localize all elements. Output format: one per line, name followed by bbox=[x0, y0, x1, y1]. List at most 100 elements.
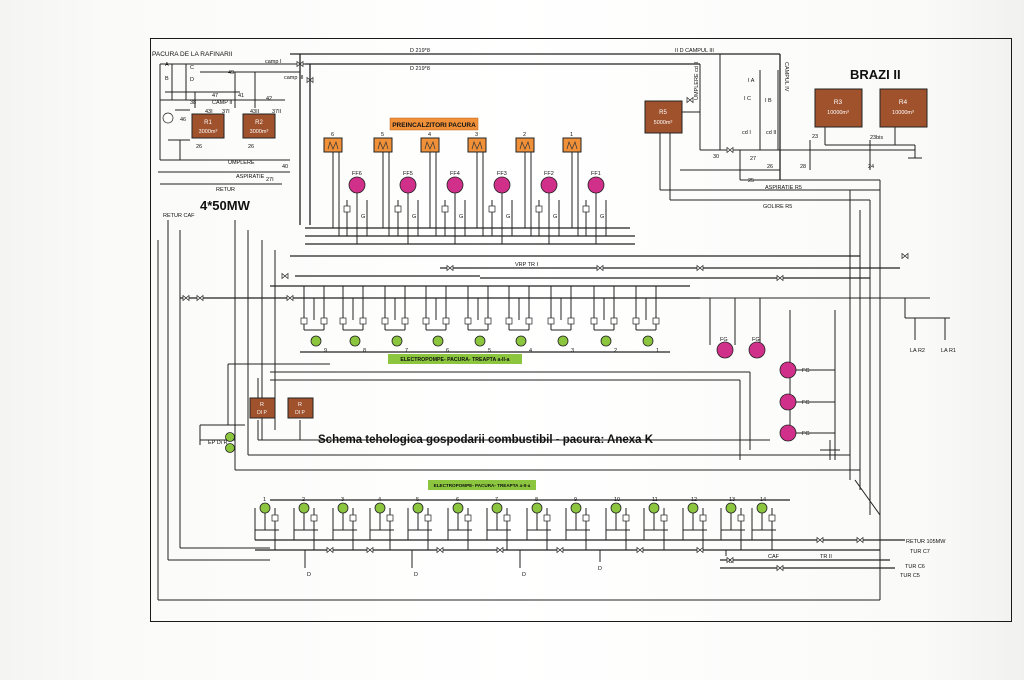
pump-top-number-6: 6 bbox=[446, 348, 449, 354]
brazi-label: BRAZI II bbox=[850, 67, 901, 82]
valve-icon bbox=[349, 514, 357, 522]
d2198-label-a: D 219*8 bbox=[410, 48, 430, 54]
fg-pumps-section: FG FG FG FG FG LA R2 LA R1 bbox=[690, 297, 956, 460]
fg-pump-a bbox=[716, 341, 734, 359]
valve-icon bbox=[464, 317, 472, 325]
pump-bottom-14 bbox=[756, 502, 768, 514]
valve-code-46: 46 bbox=[180, 117, 186, 123]
la-r2-label: LA R2 bbox=[910, 348, 925, 354]
tr2-label: TR II bbox=[820, 554, 832, 560]
pumps-bottom-banner bbox=[428, 480, 536, 490]
heater-2 bbox=[515, 137, 535, 153]
filter-g-label: G bbox=[600, 214, 604, 220]
valve-code-37i: 37I bbox=[222, 109, 230, 115]
valve-code-41: 41 bbox=[238, 93, 244, 99]
golire-r5-label: GOLIRE R5 bbox=[763, 204, 792, 210]
ep-pump-2 bbox=[225, 443, 235, 453]
heater-coil-icon bbox=[327, 140, 339, 150]
tur-c7-label: TUR C7 bbox=[910, 549, 930, 555]
valve-code-38: 38 bbox=[190, 100, 196, 106]
pump-bottom-pipe bbox=[605, 508, 630, 550]
tank-r3 bbox=[814, 88, 863, 128]
pump-bottom-number-14: 14 bbox=[760, 497, 766, 503]
valve-icon bbox=[359, 317, 367, 325]
valve-icon bbox=[856, 536, 864, 544]
pump-top-pipe bbox=[508, 286, 530, 331]
refinery-intake-section: PACURA DE LA RAFINARII A B C D 49 47 41 … bbox=[152, 51, 305, 219]
valve-icon bbox=[543, 514, 551, 522]
pump-bottom-2 bbox=[298, 502, 310, 514]
valve-icon bbox=[366, 546, 374, 554]
valve-code-26c: 26 bbox=[767, 164, 773, 170]
filter-g-label: G bbox=[361, 214, 365, 220]
valve-icon bbox=[582, 205, 590, 213]
valve-code-42: 42 bbox=[266, 96, 272, 102]
pump-top-pipe bbox=[467, 286, 489, 331]
filter-label-FF2: FF2 bbox=[544, 171, 554, 177]
pump-bottom-12 bbox=[687, 502, 699, 514]
heater-5 bbox=[373, 137, 393, 153]
heater-pipe bbox=[382, 152, 390, 236]
tank-r5-id: R5 bbox=[659, 110, 667, 116]
tank-r3-id: R3 bbox=[834, 99, 843, 106]
valve-icon bbox=[286, 294, 294, 302]
pump-bottom-number-13: 13 bbox=[729, 497, 735, 503]
pump-bottom-8 bbox=[531, 502, 543, 514]
valve-icon bbox=[442, 317, 450, 325]
tank-r2-capacity: 3000m³ bbox=[250, 129, 269, 135]
pump-bottom-number-8: 8 bbox=[535, 497, 538, 503]
valve-icon bbox=[776, 274, 784, 282]
valve-code-43ii: 43II bbox=[250, 109, 260, 115]
valve-code-27i: 27I bbox=[266, 177, 274, 183]
valve-icon bbox=[525, 317, 533, 325]
fg-label-e: FG bbox=[802, 431, 810, 437]
valve-icon bbox=[776, 564, 784, 572]
valve-icon bbox=[441, 205, 449, 213]
pump-top-number-7: 7 bbox=[405, 348, 408, 354]
drain-label-2: D bbox=[414, 572, 418, 578]
pump-bottom-pipe bbox=[526, 508, 551, 550]
pump-bottom-number-3: 3 bbox=[341, 497, 344, 503]
pump-bottom-10 bbox=[610, 502, 622, 514]
pumps-top-banner-text: ELECTROPOMPE- PACURA- TREAPTA a-II-a bbox=[400, 357, 509, 363]
valve-code-23: 23 bbox=[812, 134, 818, 140]
valve-code-49: 49 bbox=[228, 70, 234, 76]
heater-coil-icon bbox=[471, 140, 483, 150]
valve-icon bbox=[496, 546, 504, 554]
valve-icon bbox=[590, 317, 598, 325]
pump-bottom-6 bbox=[452, 502, 464, 514]
valve-icon bbox=[343, 205, 351, 213]
valve-code-b: B bbox=[165, 76, 169, 82]
pump-top-5 bbox=[474, 335, 486, 347]
ep-pump-1 bbox=[225, 432, 235, 442]
cd2-label: cd II bbox=[766, 130, 777, 136]
drain-label-3: D bbox=[522, 572, 526, 578]
tank-r4 bbox=[879, 88, 928, 128]
heater-1 bbox=[562, 137, 582, 153]
pumps-top-section: VRP TR I ELECTROPOMPE- PACURA- TREAPTA a… bbox=[180, 255, 900, 364]
heater-pipe bbox=[571, 152, 579, 236]
pump-bottom-pipe bbox=[486, 508, 511, 550]
heater-number-6: 6 bbox=[331, 132, 334, 138]
pump-bottom-7 bbox=[491, 502, 503, 514]
tank-r5-capacity: 5000m³ bbox=[654, 120, 673, 126]
valve-icon bbox=[636, 546, 644, 554]
pump-bottom-number-4: 4 bbox=[378, 497, 381, 503]
valve-icon bbox=[464, 514, 472, 522]
campul3-label: II D CAMPUL III bbox=[675, 48, 714, 54]
pump-bottom-1 bbox=[259, 502, 271, 514]
pump-bottom-pipe bbox=[293, 508, 318, 550]
pump-top-number-3: 3 bbox=[571, 348, 574, 354]
pump-top-number-4: 4 bbox=[529, 348, 532, 354]
pump-bottom-13 bbox=[725, 502, 737, 514]
tank-r2 bbox=[242, 113, 276, 139]
valve-icon bbox=[726, 556, 734, 564]
camp1-label: camp I bbox=[265, 59, 282, 65]
pump-bottom-number-9: 9 bbox=[574, 497, 577, 503]
retur105-label: RETUR 105MW bbox=[906, 539, 946, 545]
filter-FF5 bbox=[399, 176, 417, 194]
valve-icon bbox=[696, 264, 704, 272]
valve-icon bbox=[535, 205, 543, 213]
tank-r2-id: R2 bbox=[255, 120, 263, 126]
gauge-icon bbox=[162, 112, 174, 124]
